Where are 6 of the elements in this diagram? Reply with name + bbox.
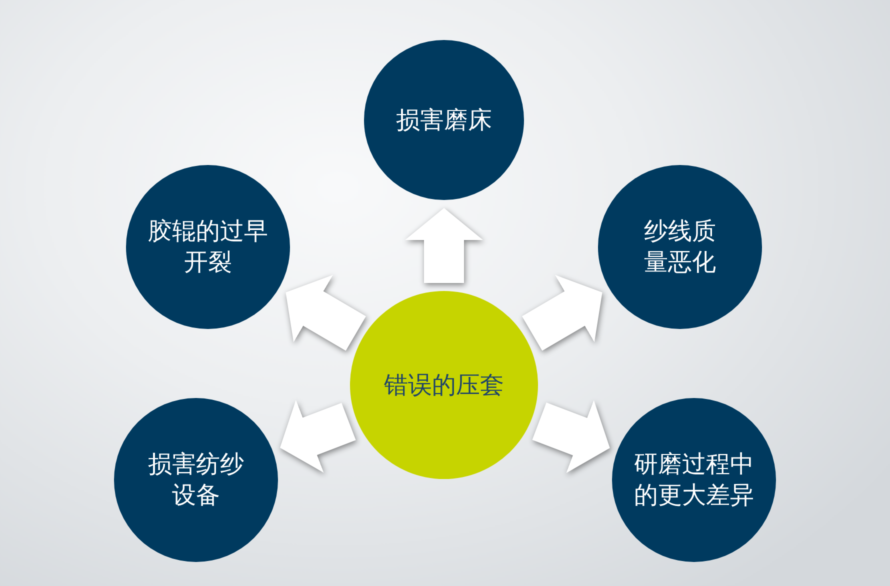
node-label: 研磨过程中的更大差异 [633,449,755,511]
node-label: 损害磨床 [396,104,492,136]
node-label: 纱线质量恶化 [643,216,717,278]
node-label: 胶辊的过早开裂 [147,216,269,278]
node-label: 损害纺纱设备 [147,449,245,511]
node-label: 错误的压套 [384,370,504,400]
